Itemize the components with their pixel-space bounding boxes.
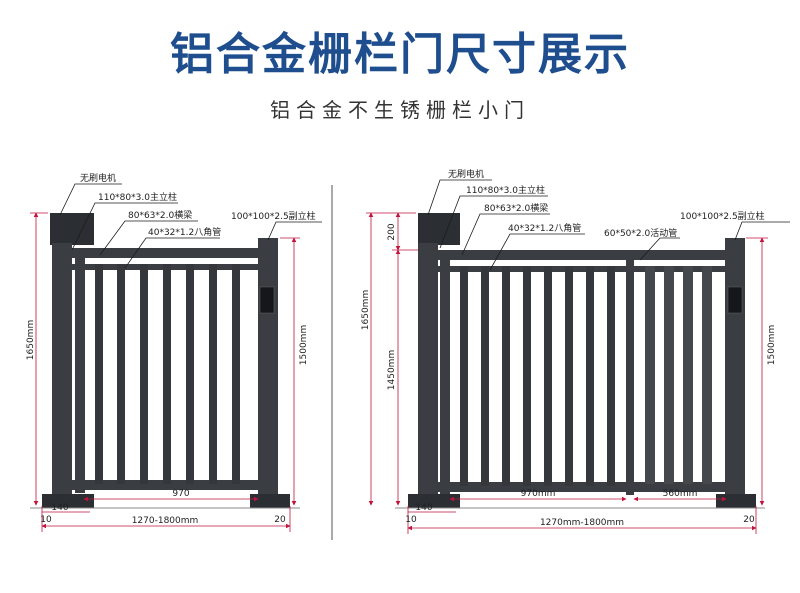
bar xyxy=(163,264,171,484)
motor-housing xyxy=(418,213,460,245)
dim-aux-height: 1500mm xyxy=(767,325,777,365)
sliding-tube xyxy=(702,266,712,484)
dim-left-gap: 10 xyxy=(405,515,417,525)
dim-overall: 1270mm-1800mm xyxy=(540,518,624,528)
label-sliding: 60*50*2.0活动管 xyxy=(604,227,677,239)
label-beam: 80*63*2.0横梁 xyxy=(484,202,548,214)
bar xyxy=(607,266,615,486)
top-beam xyxy=(72,248,260,258)
leaf-stile xyxy=(75,248,85,493)
bottom-beam xyxy=(72,480,260,490)
keypad xyxy=(259,286,275,314)
base-left xyxy=(42,494,94,508)
bar xyxy=(586,266,594,486)
base-right xyxy=(250,494,290,508)
bar xyxy=(460,266,468,486)
bars xyxy=(95,264,240,484)
dim-leaf-width: 970 xyxy=(172,489,189,499)
right-dimensions xyxy=(366,212,768,534)
second-beam xyxy=(438,266,728,272)
label-bar: 40*32*1.2八角管 xyxy=(148,226,221,238)
sliding-tubes xyxy=(645,266,712,484)
right-leaders xyxy=(427,179,790,271)
dim-base-offset: 140 xyxy=(415,503,432,513)
left-leaders xyxy=(59,183,322,269)
motor-housing xyxy=(50,213,94,245)
sliding-tube xyxy=(645,266,655,484)
page-subtitle: 铝合金不生锈栅栏小门 xyxy=(270,98,530,122)
aux-post xyxy=(725,238,745,505)
label-main-post: 110*80*3.0主立柱 xyxy=(466,184,545,196)
label-motor: 无刷电机 xyxy=(448,168,484,180)
left-dimensions xyxy=(30,212,300,532)
bar xyxy=(544,266,552,486)
label-main-post: 110*80*3.0主立柱 xyxy=(98,191,177,203)
base-left xyxy=(408,494,460,508)
aux-post xyxy=(258,238,278,505)
label-aux-post: 100*100*2.5副立柱 xyxy=(231,210,316,222)
bar xyxy=(481,266,489,486)
bar xyxy=(140,264,148,484)
keypad xyxy=(727,286,743,314)
bottom-beam xyxy=(438,482,728,492)
label-beam: 80*63*2.0横梁 xyxy=(128,209,192,221)
dim-right-gap: 20 xyxy=(274,515,286,525)
bar xyxy=(209,264,217,484)
bar xyxy=(502,266,510,486)
dim-left-gap: 10 xyxy=(40,515,52,525)
dim-overall: 1270-1800mm xyxy=(132,516,199,526)
sliding-tube xyxy=(664,266,674,484)
dim-leaf-width: 970mm xyxy=(521,489,556,499)
label-bar: 40*32*1.2八角管 xyxy=(508,222,581,234)
dim-total-height: 1650mm xyxy=(26,320,36,360)
dim-total-height: 1650mm xyxy=(361,290,371,330)
bar xyxy=(117,264,125,484)
bar xyxy=(186,264,194,484)
dim-top-height: 200 xyxy=(387,223,397,240)
dim-leaf-height: 1450mm xyxy=(387,350,397,390)
base-right xyxy=(716,494,756,508)
bar xyxy=(232,264,240,484)
main-post xyxy=(52,243,72,505)
sliding-tube xyxy=(683,266,693,484)
bar xyxy=(523,266,531,486)
bars xyxy=(460,266,615,486)
leaf-stile xyxy=(440,250,450,494)
dim-right-gap: 20 xyxy=(743,515,755,525)
dim-base-offset: 140 xyxy=(51,503,68,513)
sliding-stile xyxy=(626,255,634,495)
label-motor: 无刷电机 xyxy=(80,172,116,184)
dim-aux-height: 1500mm xyxy=(299,325,309,365)
page-title: 铝合金栅栏门尺寸展示 xyxy=(170,29,630,80)
main-post xyxy=(418,243,438,505)
top-beam xyxy=(438,250,728,260)
bar xyxy=(565,266,573,486)
dim-slide-width: 560mm xyxy=(663,489,698,499)
left-gate xyxy=(30,213,300,509)
right-gate xyxy=(395,213,765,509)
label-aux-post: 100*100*2.5副立柱 xyxy=(680,210,765,222)
bar xyxy=(95,264,103,484)
